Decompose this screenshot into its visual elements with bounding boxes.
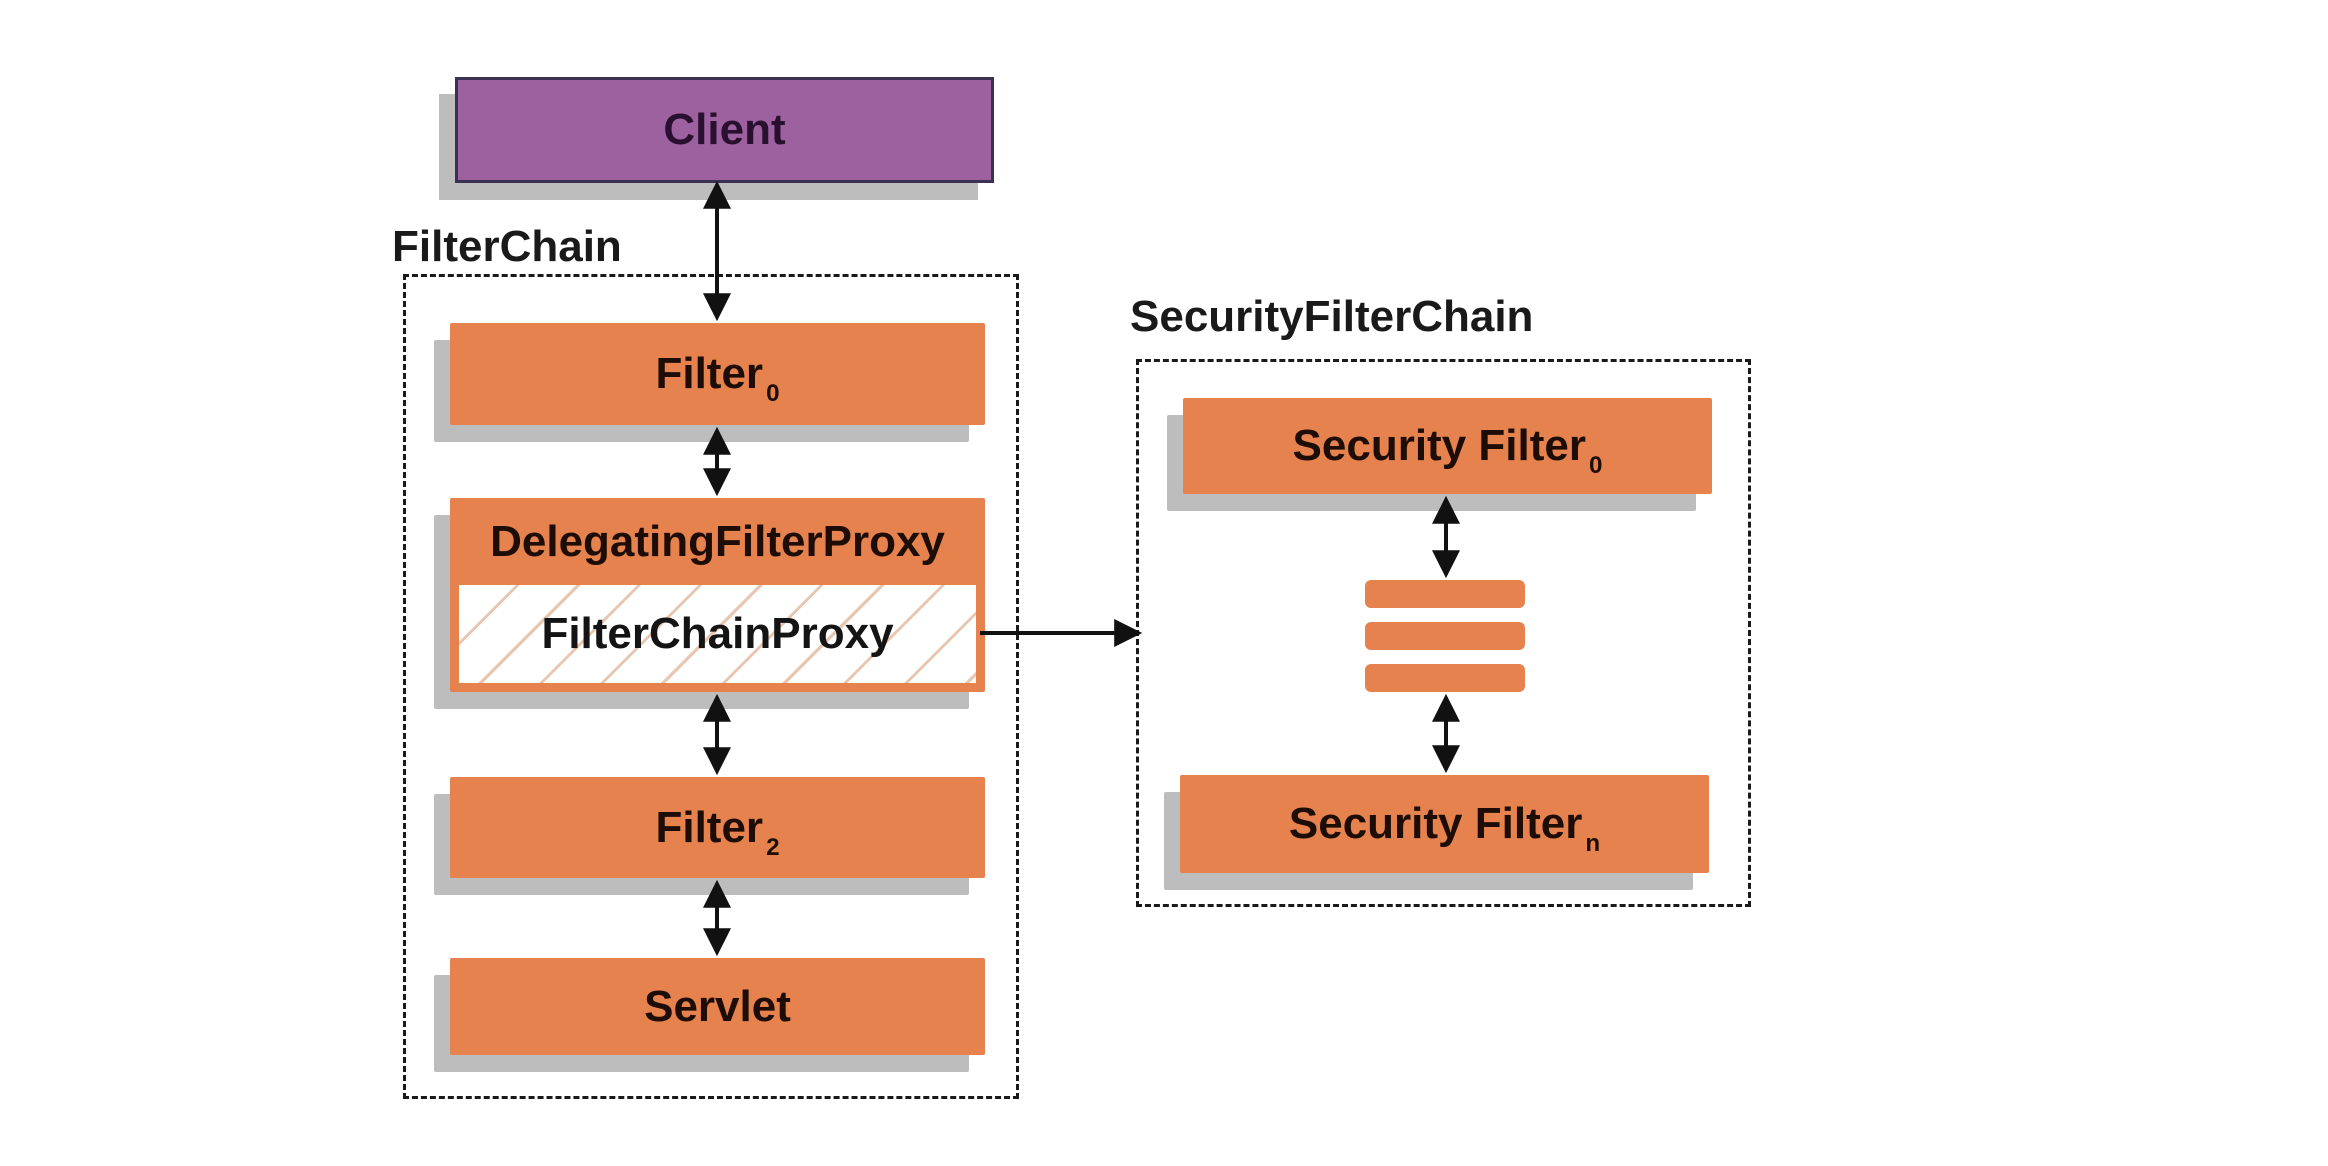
servlet-box: Servlet	[450, 958, 985, 1055]
ellipsis-bar	[1365, 622, 1525, 650]
security-filter0-subscript: 0	[1588, 452, 1603, 480]
delegating-filter-proxy-box: DelegatingFilterProxy FilterChainProxy	[450, 498, 985, 692]
filter-chain-proxy-box: FilterChainProxy	[459, 585, 976, 683]
ellipsis-bar	[1365, 664, 1525, 692]
client-box: Client	[455, 77, 994, 183]
servlet-label: Servlet	[644, 981, 791, 1031]
security-filtern-subscript: n	[1585, 830, 1601, 858]
ellipsis-bar	[1365, 580, 1525, 608]
filter-chain-proxy-label: FilterChainProxy	[541, 609, 894, 658]
filter-chain-title: FilterChain	[392, 222, 622, 271]
filter0-subscript: 0	[766, 380, 780, 408]
client-label: Client	[663, 105, 786, 154]
delegating-filter-proxy-label: DelegatingFilterProxy	[490, 516, 945, 566]
security-filter-chain-title: SecurityFilterChain	[1130, 292, 1534, 341]
filter2-subscript: 2	[766, 833, 780, 861]
